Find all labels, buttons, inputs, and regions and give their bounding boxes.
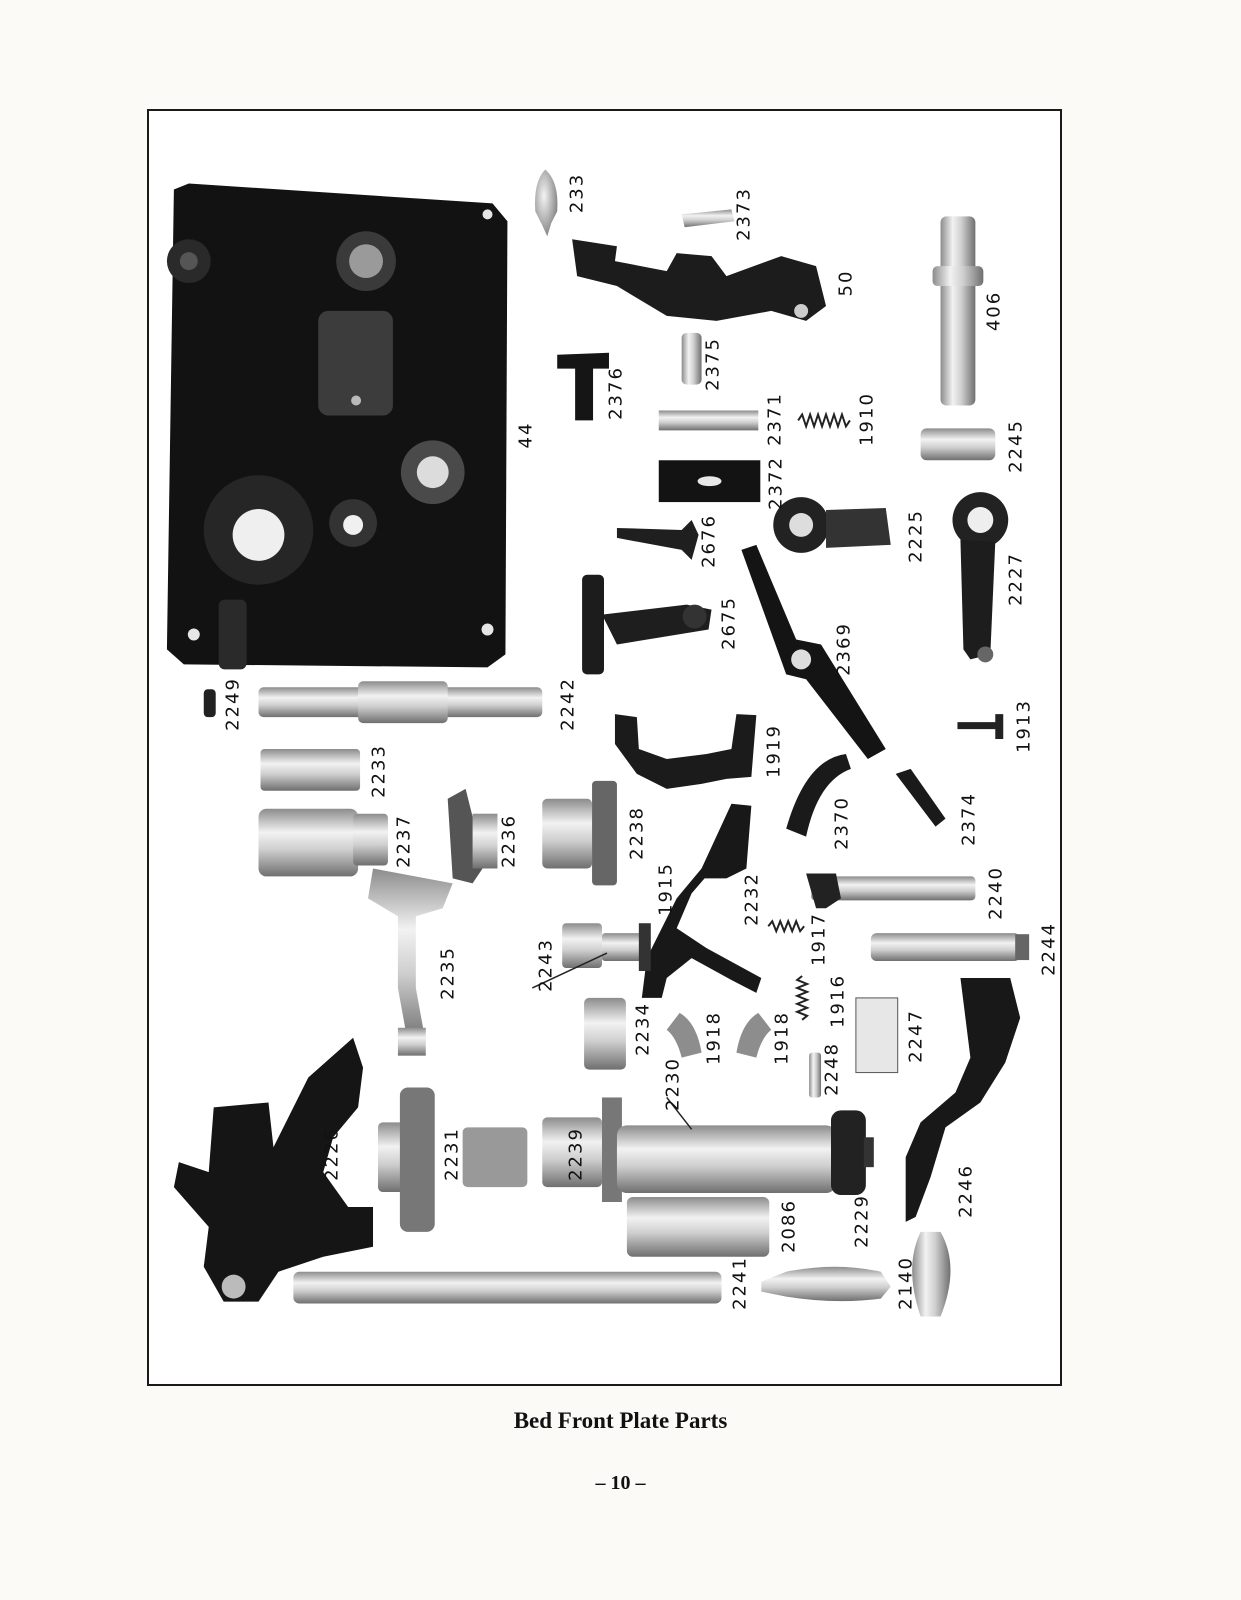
part-2233-sleeve [260,748,361,791]
parts-photo-frame: 44 233 2373 50 406 2375 2376 2371 1910 2… [147,109,1062,1386]
part-2231-gear [377,1087,435,1232]
part-2230-shaft [542,1097,874,1203]
part-1918-shoe-right [736,1012,772,1058]
part-2248-pin [809,1052,822,1098]
part-2376-block [557,352,609,421]
figure-caption: Bed Front Plate Parts [513,1408,728,1433]
part-2242-shaft [258,681,543,724]
part-406-shaft [940,216,976,406]
part-1919-yoke [614,714,757,789]
part-2247-plate [855,997,899,1074]
part-1913-pin [957,714,1004,740]
part-2241-shaft [293,1271,722,1304]
part-2239-pinion [462,1127,528,1188]
part-1917-spring [767,918,805,934]
part-2225-gear-arm [773,497,891,553]
part-2676-handle [616,519,699,560]
part-2226-bracket [173,1037,374,1302]
part-2374-link [895,768,946,827]
part-44-front-plate [166,183,508,670]
part-2240-shaft [806,873,976,909]
part-2375-stud [681,332,702,385]
part-2140-handle [912,1231,951,1317]
part-2140-knob [761,1266,891,1302]
part-2235-worm-shaft [368,868,453,1043]
part-1918-shoe-left [666,1012,702,1058]
parts-photograph [166,169,1030,1317]
part-2245-bushing [920,428,996,461]
part-2234-gear [584,997,626,1070]
part-1910-spring [797,411,851,430]
part-2237-collar [258,808,388,877]
part-2238-gear [542,780,617,886]
part-2675-lever [582,574,712,675]
part-2373-pin [681,209,735,228]
part-2369-lever [741,544,886,759]
part-2244-shaft [870,933,1030,962]
part-2246-lever [905,977,1021,1222]
part-233-knob [535,169,558,237]
part-50-lever [572,239,827,321]
part-2086-sleeve [626,1197,770,1257]
part-2243-collar [562,923,651,972]
part-2371-slide [658,410,759,431]
part-1916-spring [794,975,810,1021]
part-2249-washer [203,689,216,718]
part-2232-fork [641,803,762,998]
part-2370-segment [786,753,851,837]
page-number: – 10 – [595,1472,646,1494]
part-2227-arm [952,492,1009,663]
